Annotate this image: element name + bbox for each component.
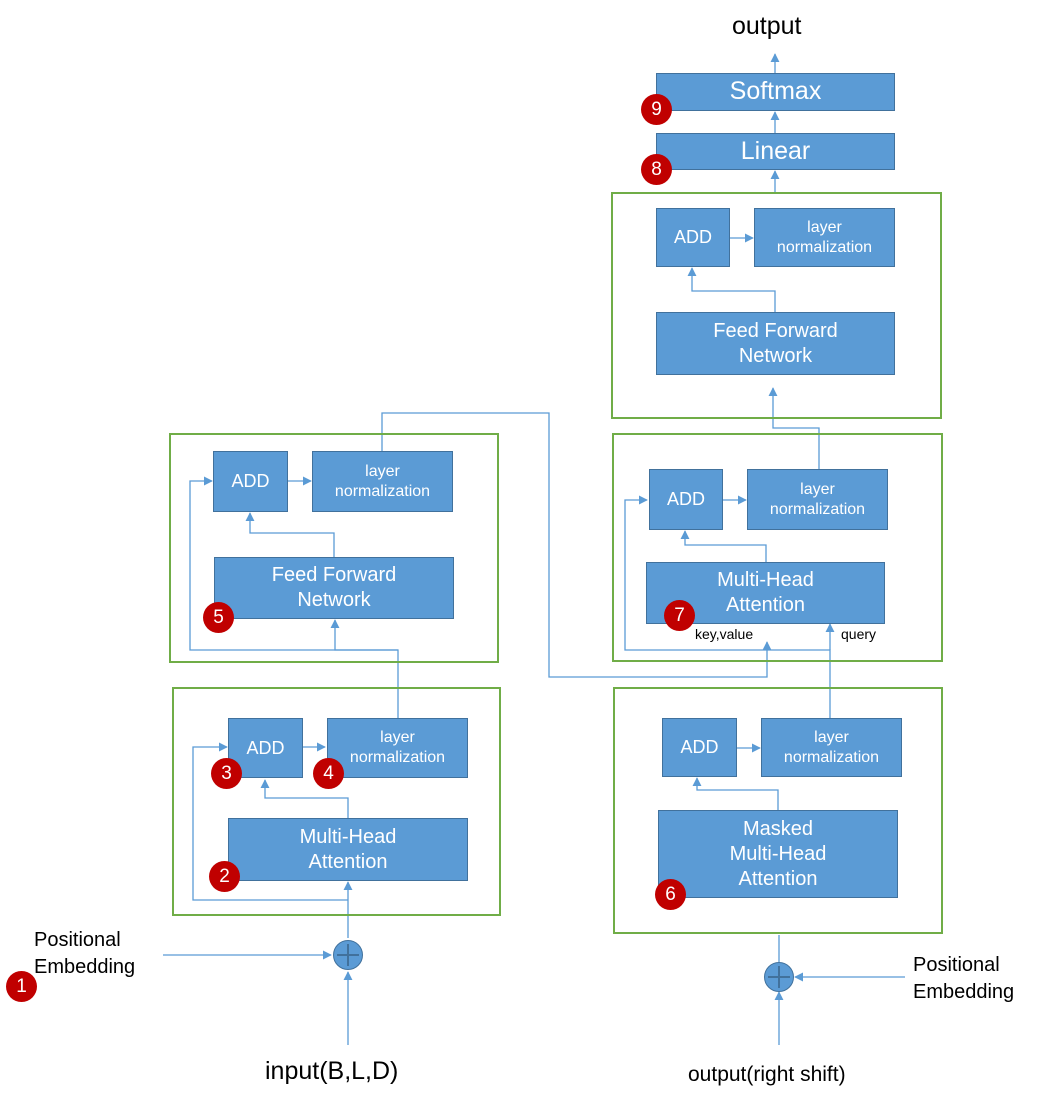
decoder-masked-add-block: ADD <box>662 718 737 777</box>
encoder-positional-label-line2: Embedding <box>34 956 136 978</box>
decoder-add-positional-icon <box>764 962 794 992</box>
step-badge-7: 7 <box>664 600 695 631</box>
softmax-label: Softmax <box>729 77 822 106</box>
layernorm-label-line2: normalization <box>769 500 866 518</box>
step-badge-6: 6 <box>655 879 686 910</box>
step-badge-8: 8 <box>641 154 672 185</box>
output-label: output <box>732 12 802 40</box>
encoder-ffn-add-block: ADD <box>213 451 288 512</box>
decoder-feedforward-group <box>611 192 942 419</box>
step-badge-3: 3 <box>211 758 242 789</box>
linear-label: Linear <box>740 136 811 165</box>
input-label: input(B,L,D) <box>265 1057 399 1085</box>
decoder-masked-attention-group <box>613 687 943 934</box>
masked-label-line2: Multi-Head <box>729 842 827 865</box>
masked-label-line1: Masked <box>742 817 814 840</box>
layernorm-label-line1: layer <box>800 480 835 498</box>
decoder-cross-layernorm-block: layer normalization <box>747 469 888 530</box>
decoder-ffn-layernorm-block: layer normalization <box>754 208 895 267</box>
mha-label-line2: Attention <box>726 594 805 616</box>
encoder-positional-label-line1: Positional <box>34 929 121 951</box>
encoder-ffn-layernorm-block: layer normalization <box>312 451 453 512</box>
mha-label-line2: Attention <box>308 850 388 873</box>
layernorm-label-line2: normalization <box>776 238 873 256</box>
encoder-ffn-block: Feed Forward Network <box>214 557 454 619</box>
linear-block: Linear <box>656 133 895 170</box>
softmax-block: Softmax <box>656 73 895 111</box>
decoder-cross-add-block: ADD <box>649 469 723 530</box>
mha-label-line1: Multi-Head <box>717 569 814 591</box>
ffn-label-line1: Feed Forward <box>713 319 838 342</box>
query-label: query <box>841 626 877 642</box>
layernorm-label-line2: normalization <box>334 482 431 500</box>
decoder-positional-label-line1: Positional <box>913 954 1000 976</box>
decoder-cross-attention-group <box>612 433 943 662</box>
step-badge-2: 2 <box>209 861 240 892</box>
layernorm-label-line1: layer <box>807 218 842 236</box>
masked-attention-block: Masked Multi-Head Attention <box>658 810 898 898</box>
layernorm-label-line2: normalization <box>783 748 880 766</box>
layernorm-label-line2: normalization <box>349 749 446 766</box>
encoder-feedforward-group <box>169 433 499 663</box>
layernorm-label-line1: layer <box>365 462 400 480</box>
output-right-shift-label: output(right shift) <box>688 1063 846 1086</box>
encoder-add-positional-icon <box>333 940 363 970</box>
ffn-label-line1: Feed Forward <box>271 564 397 586</box>
decoder-ffn-block: Feed Forward Network <box>656 312 895 375</box>
add-label: ADD <box>680 737 719 758</box>
layernorm-label-line1: layer <box>380 729 415 746</box>
encoder-attention-group <box>172 687 501 916</box>
layernorm-label-line1: layer <box>814 728 849 746</box>
ffn-label-line2: Network <box>297 589 371 611</box>
key-value-label: key,value <box>695 626 754 642</box>
step-badge-1: 1 <box>6 971 37 1002</box>
step-badge-9: 9 <box>641 94 672 125</box>
mha-label-line1: Multi-Head <box>299 825 397 848</box>
step-badge-4: 4 <box>313 758 344 789</box>
decoder-masked-layernorm-block: layer normalization <box>761 718 902 777</box>
add-label: ADD <box>231 471 270 492</box>
encoder-attention-block: Multi-Head Attention <box>228 818 468 881</box>
decoder-ffn-add-block: ADD <box>656 208 730 267</box>
ffn-label-line2: Network <box>738 344 813 367</box>
encoder-attention-layernorm-block: layer normalization <box>327 718 468 778</box>
decoder-positional-label-line2: Embedding <box>913 981 1015 1003</box>
add-label: ADD <box>666 489 705 510</box>
add-label: ADD <box>246 737 285 758</box>
masked-label-line3: Attention <box>738 867 818 890</box>
add-label: ADD <box>673 227 712 248</box>
step-badge-5: 5 <box>203 602 234 633</box>
